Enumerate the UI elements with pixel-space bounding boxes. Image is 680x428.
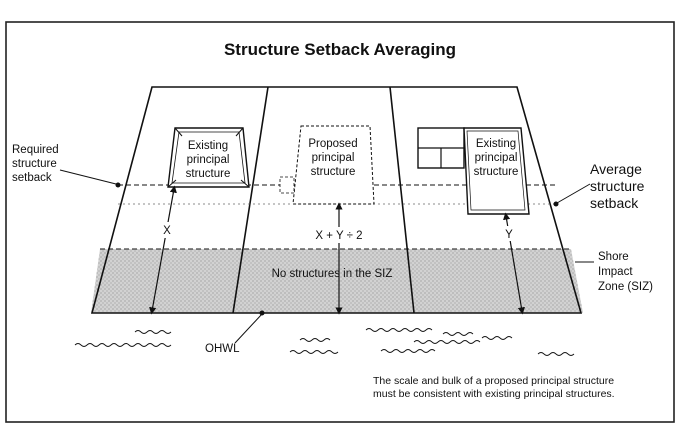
ohwl-marker bbox=[259, 310, 265, 316]
proposed-label-1: Proposed bbox=[308, 138, 357, 150]
parcel-outline bbox=[90, 86, 583, 314]
average-setback-label-3: setback bbox=[590, 195, 639, 211]
required-setback-label-3: setback bbox=[12, 172, 52, 184]
diagram-title: Structure Setback Averaging bbox=[224, 40, 456, 59]
existing-right-label-2: principal bbox=[475, 152, 518, 164]
existing-right-label-1: Existing bbox=[476, 138, 516, 150]
shore-impact-zone bbox=[91, 249, 583, 313]
measure-x-label: X bbox=[163, 225, 171, 237]
required-setback-leader bbox=[59, 169, 117, 185]
proposed-label-2: principal bbox=[312, 152, 355, 164]
existing-right-label-3: structure bbox=[474, 166, 519, 178]
siz-label-2: Impact bbox=[598, 266, 633, 278]
required-setback-label-1: Required bbox=[12, 144, 59, 156]
setback-marker-left bbox=[115, 182, 121, 188]
measure-x-bg bbox=[160, 222, 174, 238]
measure-y-bg bbox=[502, 226, 516, 241]
lot-line-left bbox=[232, 86, 269, 314]
required-setback-label-2: structure bbox=[12, 158, 57, 170]
measure-avg-label: X + Y ÷ 2 bbox=[315, 230, 362, 242]
siz-label-3: Zone (SIZ) bbox=[598, 281, 653, 293]
footnote-line-1: The scale and bulk of a proposed princip… bbox=[373, 375, 614, 387]
measure-y-label: Y bbox=[505, 229, 513, 241]
outer-border bbox=[5, 21, 675, 423]
footnote-line-2: must be consistent with existing princip… bbox=[373, 388, 615, 400]
existing-structure-right bbox=[417, 127, 530, 215]
siz-label-1: Shore bbox=[598, 251, 629, 263]
existing-left-label-2: principal bbox=[187, 154, 230, 166]
average-setback-leader bbox=[556, 183, 591, 204]
ohwl-label: OHWL bbox=[205, 343, 240, 355]
average-setback-label-2: structure bbox=[590, 178, 645, 194]
proposed-structure bbox=[279, 125, 375, 205]
water-waves bbox=[74, 328, 575, 356]
measure-x-arrow bbox=[149, 185, 177, 315]
existing-left-label-1: Existing bbox=[188, 140, 228, 152]
average-setback-label-1: Average bbox=[590, 161, 642, 177]
proposed-label-3: structure bbox=[311, 166, 356, 178]
existing-left-label-3: structure bbox=[186, 168, 231, 180]
no-structures-label: No structures in the SIZ bbox=[272, 268, 393, 280]
lot-line-right bbox=[389, 86, 415, 314]
existing-structure-left bbox=[167, 127, 250, 188]
measure-avg-bg bbox=[305, 227, 373, 243]
ohwl-leader bbox=[234, 313, 263, 344]
